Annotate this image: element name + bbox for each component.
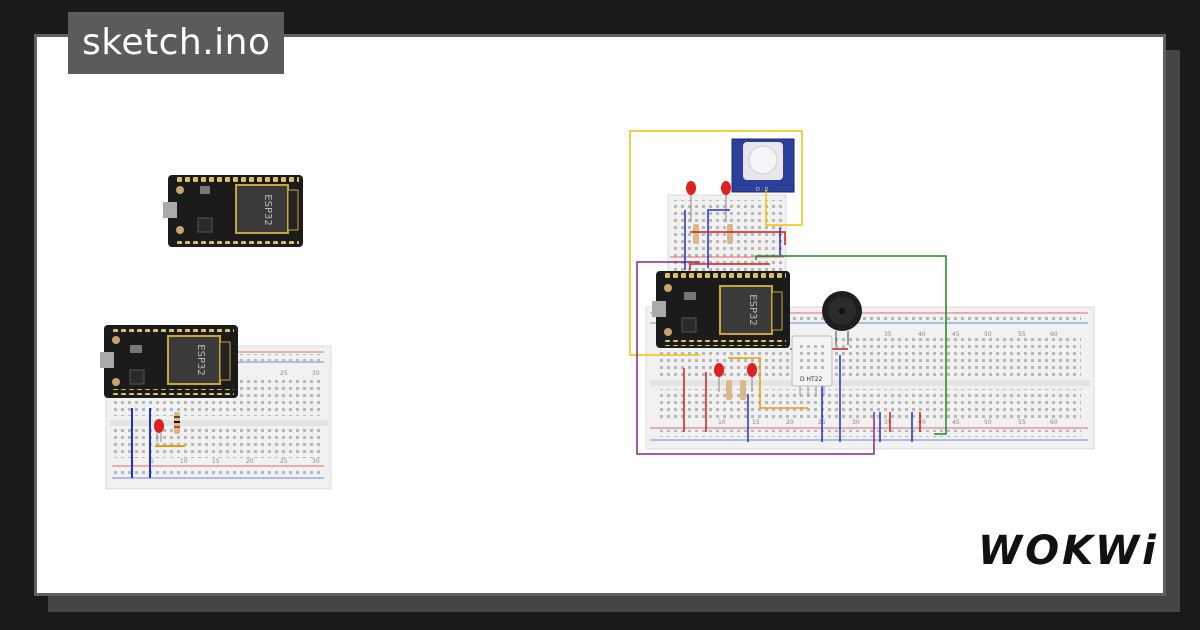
- wire-yellow[interactable]: [765, 190, 803, 226]
- wire-blue[interactable]: [707, 209, 730, 268]
- col-number: 55: [1018, 419, 1026, 426]
- col-number: 55: [1018, 331, 1026, 338]
- col-number: 45: [952, 419, 960, 426]
- col-number: 10: [718, 419, 726, 426]
- led-red[interactable]: [154, 419, 164, 442]
- resistor[interactable]: [693, 224, 699, 244]
- pir-motion-sensor[interactable]: D · D: [731, 138, 795, 193]
- pir-label: D · D: [756, 187, 769, 193]
- col-number: 60: [1050, 419, 1058, 426]
- led-red[interactable]: [714, 363, 724, 392]
- col-number: 25: [280, 370, 288, 377]
- resistor[interactable]: [740, 380, 746, 400]
- wire-red[interactable]: [689, 263, 770, 270]
- sensor-label: D HT22: [800, 376, 823, 383]
- led-red[interactable]: [686, 181, 696, 222]
- resistor[interactable]: [727, 224, 733, 244]
- col-number: 30: [312, 370, 320, 377]
- esp32-board-left[interactable]: ESP32: [100, 325, 238, 398]
- col-number: 20: [246, 458, 254, 465]
- col-number: 40: [918, 419, 926, 426]
- wire-purple[interactable]: [636, 261, 875, 455]
- project-title[interactable]: sketch.ino: [68, 12, 285, 74]
- col-number: 60: [1050, 331, 1058, 338]
- dht22-sensor[interactable]: D HT22: [791, 335, 833, 396]
- wire-yellow[interactable]: [629, 130, 803, 356]
- piezo-buzzer[interactable]: [822, 291, 862, 345]
- col-number: 35: [884, 331, 892, 338]
- esp32-board-right[interactable]: ESP32: [652, 271, 790, 348]
- led-red[interactable]: [747, 363, 757, 392]
- breadboard-large[interactable]: 35 40 45 50 55 60 10 15 20 25 30 35 40 4…: [645, 306, 1095, 450]
- chip-label: ESP32: [262, 194, 273, 225]
- chip-label: ESP32: [195, 344, 206, 375]
- col-number: 40: [918, 331, 926, 338]
- col-number: 15: [212, 458, 220, 465]
- col-number: 35: [884, 419, 892, 426]
- col-number: 30: [852, 419, 860, 426]
- col-number: 45: [952, 331, 960, 338]
- esp32-board-standalone[interactable]: ESP32: [163, 175, 303, 247]
- col-number: 30: [312, 458, 320, 465]
- col-number: 50: [984, 331, 992, 338]
- col-number: 50: [984, 419, 992, 426]
- usb-port-icon: [163, 202, 177, 218]
- usb-port-icon: [100, 352, 114, 368]
- led-red[interactable]: [721, 181, 731, 222]
- wire-orange[interactable]: [728, 357, 808, 409]
- col-number: 10: [180, 458, 188, 465]
- wokwi-logo[interactable]: WOKWi: [978, 528, 1159, 574]
- resistor[interactable]: [726, 380, 732, 400]
- wire-green[interactable]: [755, 255, 947, 435]
- col-number: 25: [280, 458, 288, 465]
- resistor[interactable]: [174, 412, 180, 434]
- col-number: 20: [786, 419, 794, 426]
- col-number: 5: [150, 458, 154, 465]
- col-number: 15: [752, 419, 760, 426]
- usb-port-icon: [652, 301, 666, 317]
- chip-label: ESP32: [747, 294, 758, 325]
- wire-red[interactable]: [690, 231, 786, 245]
